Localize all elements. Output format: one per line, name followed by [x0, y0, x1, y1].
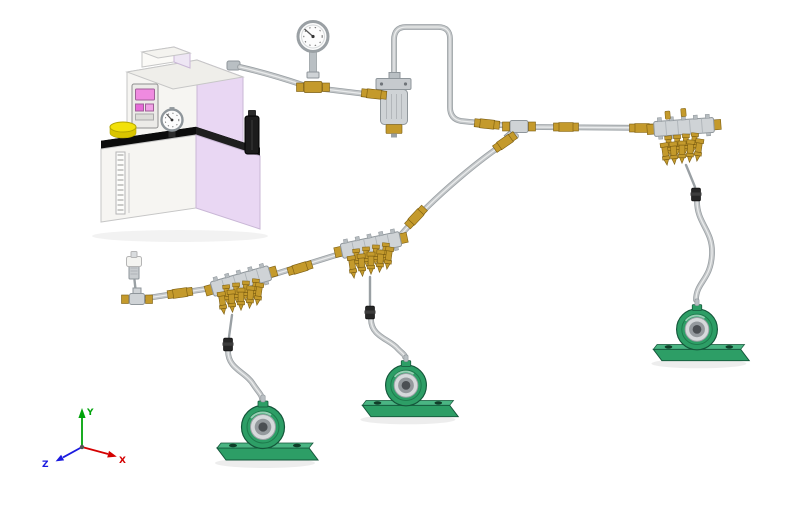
top-check-fitting — [680, 108, 687, 117]
z-arrowhead — [55, 454, 65, 462]
bracket-bolt — [403, 82, 408, 86]
sight-glass-scale — [115, 151, 130, 215]
gauge-ticks — [303, 26, 323, 47]
gauge-tee-fitting[interactable] — [296, 81, 330, 93]
filter-drain-hex — [385, 124, 403, 134]
triad-origin — [79, 444, 85, 450]
valve-ribs — [130, 267, 138, 275]
motor-box — [140, 46, 192, 69]
x-axis-label: X — [119, 456, 126, 466]
filter-neck — [388, 72, 401, 79]
hose-fitting — [690, 187, 702, 202]
cabinet-top-face — [125, 59, 245, 90]
panel-label-strip — [135, 113, 154, 121]
z-axis-label: Z — [42, 460, 49, 470]
orientation-triad: Y X Z — [42, 408, 126, 470]
top-pressure-gauge[interactable] — [296, 20, 330, 79]
x-arrowhead — [107, 450, 117, 458]
gauge-bezel — [301, 24, 325, 49]
y-arrowhead — [78, 408, 86, 418]
top-check-fitting — [664, 110, 671, 120]
cross-nut — [145, 294, 153, 304]
x-axis — [81, 446, 109, 455]
tee-body — [509, 120, 529, 133]
control-panel — [131, 83, 159, 129]
panel-display — [135, 88, 155, 101]
tank-front-face — [100, 134, 197, 223]
panel-button — [145, 103, 154, 112]
distributor-manifold-right[interactable] — [645, 106, 723, 141]
lubrication-pump-unit[interactable] — [92, 46, 268, 242]
bracket-bolt — [379, 82, 384, 86]
valve-nub — [130, 251, 138, 258]
cross-nut — [121, 294, 129, 304]
inline-filter[interactable] — [375, 72, 412, 138]
hose-fitting — [222, 337, 234, 352]
pump-shadow — [92, 230, 268, 242]
valve-body — [128, 264, 140, 280]
tank-rim-right — [196, 127, 260, 156]
panel-button — [135, 103, 144, 112]
hose-fitting — [364, 305, 376, 320]
tee-body — [303, 81, 323, 93]
filter-slots — [386, 94, 402, 119]
filter-drain-tip — [391, 133, 397, 138]
tee-nut — [296, 82, 304, 92]
end-cross-fitting[interactable] — [121, 287, 153, 305]
gauge-needle — [304, 28, 314, 37]
relief-valve[interactable] — [126, 251, 142, 280]
y-axis-label: Y — [86, 408, 94, 418]
compression-union — [553, 122, 579, 132]
tee-nut — [322, 82, 330, 92]
gauge-nut — [306, 71, 320, 79]
tank-right-face — [195, 134, 261, 230]
gauge-stem — [309, 49, 317, 76]
side-bracket — [244, 110, 260, 155]
tee-nut — [502, 121, 510, 132]
z-axis — [62, 446, 83, 459]
tee-nut — [528, 121, 536, 132]
gauge-hub — [311, 34, 315, 39]
cross-body — [129, 293, 145, 305]
filler-cap — [109, 121, 137, 139]
tank-gauge — [160, 107, 184, 138]
